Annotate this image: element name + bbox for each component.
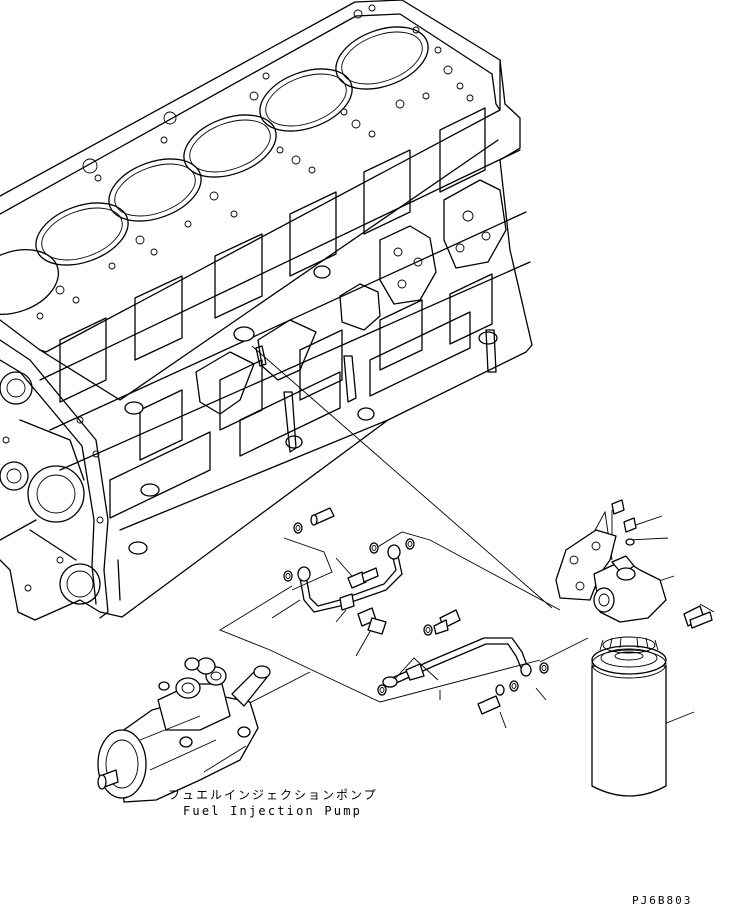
fuel-pipe-lower [382,637,532,688]
pump-label-english: Fuel Injection Pump [183,804,363,818]
fuel-pipe-upper [297,544,403,613]
bolts-and-washers [283,499,713,715]
fuel-injection-pump [97,657,271,803]
cylinder-bores [0,26,429,315]
drawing-number: PJ6B803 [632,894,693,907]
engine-block [0,0,533,621]
block-brackets [195,179,507,453]
deck-bolt-holes [36,4,474,320]
block-side-panels [39,107,531,601]
block-front-face [0,339,109,619]
pump-label-japanese: フュエルインジェクションポンプ [168,788,378,802]
fuel-filter [591,636,667,797]
fuel-filter-head [555,529,667,623]
block-bosses [124,265,498,555]
